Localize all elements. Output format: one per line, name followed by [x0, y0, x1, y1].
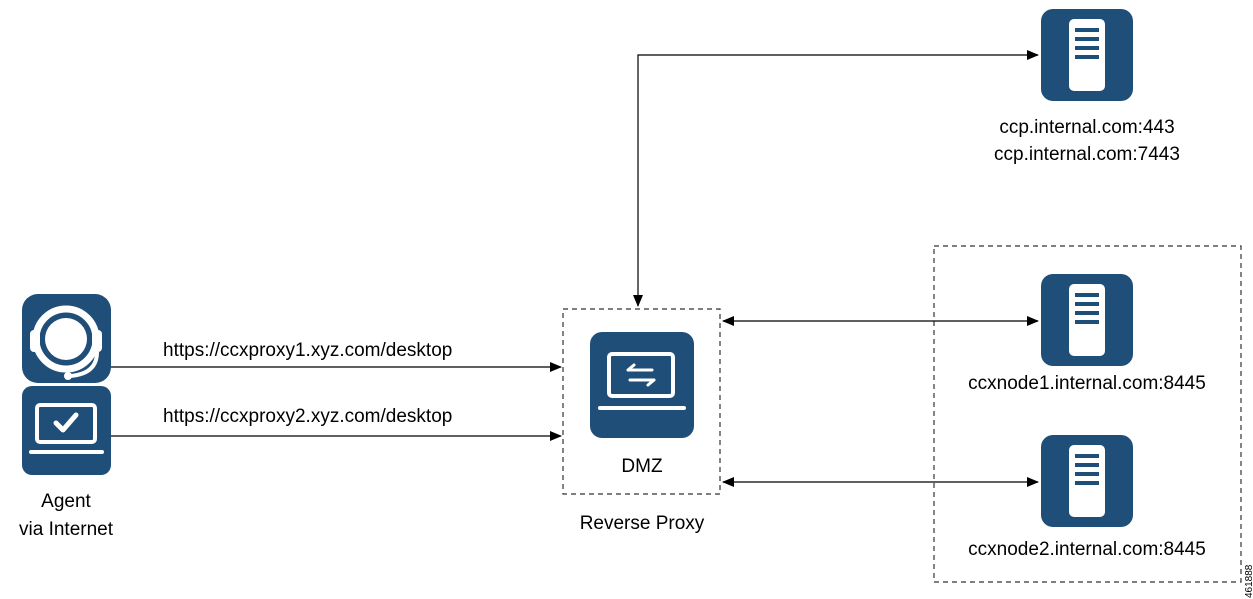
- url-label-1: https://ccxproxy1.xyz.com/desktop: [163, 340, 453, 361]
- ccp-label-line2: ccp.internal.com:7443: [994, 144, 1180, 165]
- nodes-dashed-group: [933, 245, 1242, 583]
- connection-ccp-proxy: [633, 50, 1039, 307]
- server-icon: [1041, 435, 1133, 527]
- agent-label-line2: via Internet: [19, 519, 113, 540]
- reverse-proxy-label: Reverse Proxy: [579, 513, 705, 534]
- url-label-2: https://ccxproxy2.xyz.com/desktop: [163, 406, 453, 427]
- server-icon: [1041, 9, 1133, 101]
- laptop-check-icon: [22, 386, 111, 475]
- ccxnode1-label: ccxnode1.internal.com:8445: [968, 373, 1206, 394]
- figure-id: 461888: [1244, 564, 1253, 598]
- server-icon: [1041, 274, 1133, 366]
- ccxnode2-label: ccxnode2.internal.com:8445: [968, 539, 1206, 560]
- dmz-label: DMZ: [621, 456, 663, 477]
- laptop-exchange-icon: [590, 332, 694, 438]
- agent-label-line1: Agent: [41, 491, 91, 512]
- ccp-label-line1: ccp.internal.com:443: [999, 117, 1175, 138]
- headset-icon: [22, 294, 111, 383]
